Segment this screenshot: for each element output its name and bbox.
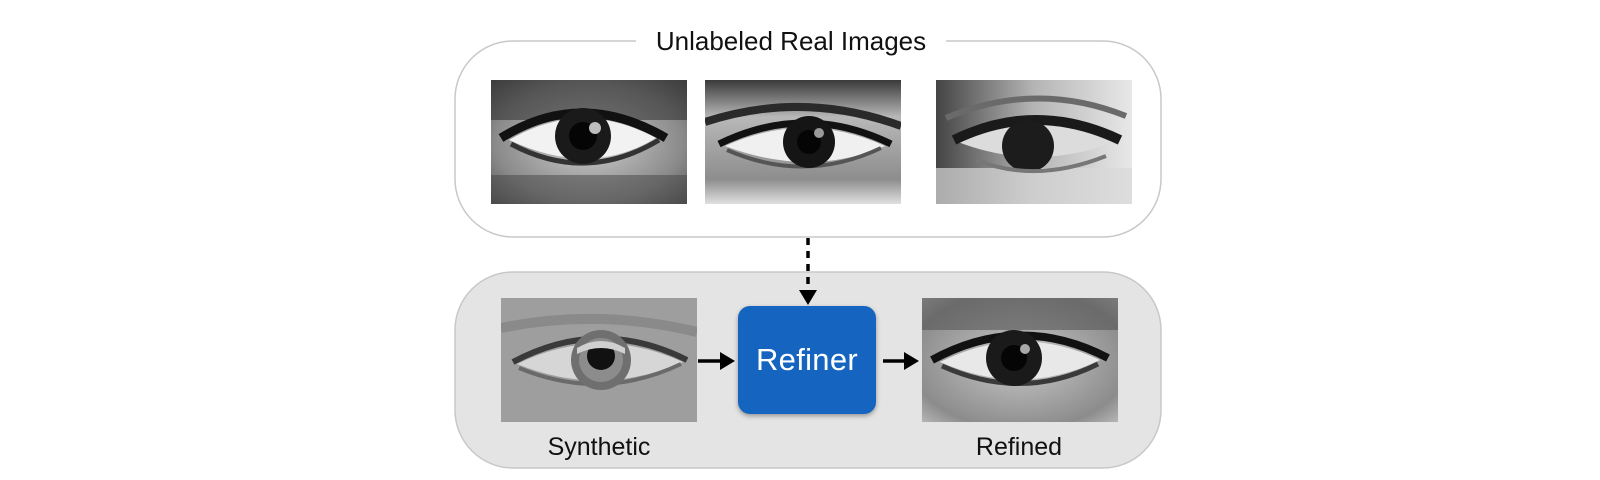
dashed-arrow-head <box>799 290 817 305</box>
refined-eye-image <box>922 298 1118 422</box>
real-eye-image-2 <box>705 80 901 204</box>
real-eye-image-3 <box>936 80 1132 204</box>
refiner-box: Refiner <box>738 306 876 414</box>
synthetic-eye-image <box>501 298 697 422</box>
synthetic-arrow-head <box>720 352 735 370</box>
real-images-group-title: Unlabeled Real Images <box>636 22 946 60</box>
synthetic-caption: Synthetic <box>547 433 651 461</box>
refined-caption: Refined <box>975 433 1063 461</box>
real-eye-image-1 <box>491 80 687 204</box>
refined-arrow-head <box>904 352 919 370</box>
